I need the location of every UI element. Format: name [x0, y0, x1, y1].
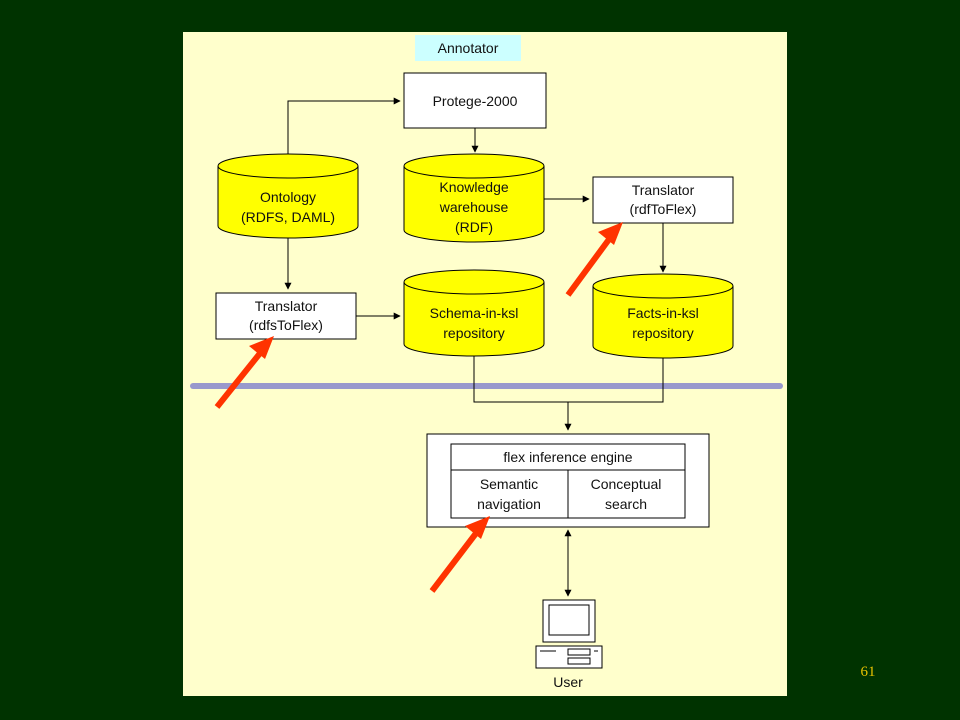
red-arrow-icon	[429, 516, 490, 593]
warehouse-line2: warehouse	[439, 199, 509, 215]
facts-line2: repository	[632, 325, 693, 341]
translator-rdf-line2: (rdfToFlex)	[630, 201, 697, 217]
schema-line2: repository	[443, 325, 504, 341]
facts-repository-cylinder: Facts-in-ksl repository	[592, 273, 734, 359]
translator-rdfs-line2: (rdfsToFlex)	[249, 317, 323, 333]
ontology-cylinder: Ontology (RDFS, DAML)	[217, 153, 359, 239]
red-arrow-icon	[565, 222, 623, 297]
translator-rdftoflex-box: Translator (rdfToFlex)	[592, 176, 734, 224]
engine-right-line1: Conceptual	[591, 476, 662, 492]
ontology-to-protege-arrow	[287, 97, 401, 154]
annotator-tag	[415, 35, 521, 61]
computer-icon	[535, 599, 603, 669]
engine-title: flex inference engine	[503, 449, 632, 465]
warehouse-line1: Knowledge	[439, 179, 508, 195]
translator-rdf-line1: Translator	[632, 182, 695, 198]
diagram-panel	[183, 32, 787, 696]
engine-left-line1: Semantic	[480, 476, 538, 492]
annotator-label: Annotator	[438, 40, 499, 56]
inference-engine-block: flex inference engine Semantic navigatio…	[426, 433, 710, 528]
schema-line1: Schema-in-ksl	[430, 305, 519, 321]
protege-label: Protege-2000	[433, 93, 518, 109]
engine-left-line2: navigation	[477, 496, 541, 512]
ontology-line1: Ontology	[260, 189, 316, 205]
warehouse-line3: (RDF)	[455, 219, 493, 235]
engine-right-line2: search	[605, 496, 647, 512]
ontology-line2: (RDFS, DAML)	[241, 209, 335, 225]
protege-box: Protege-2000	[403, 72, 547, 129]
user-label: User	[553, 674, 583, 690]
connectors	[284, 97, 667, 597]
facts-line1: Facts-in-ksl	[627, 305, 699, 321]
slide-number: 61	[860, 664, 876, 680]
schema-repository-cylinder: Schema-in-ksl repository	[403, 269, 545, 357]
red-arrow-icon	[214, 336, 274, 409]
translator-rdfs-line1: Translator	[255, 298, 318, 314]
knowledge-warehouse-cylinder: Knowledge warehouse (RDF)	[403, 153, 545, 243]
translator-rdfstoflex-box: Translator (rdfsToFlex)	[215, 292, 357, 340]
